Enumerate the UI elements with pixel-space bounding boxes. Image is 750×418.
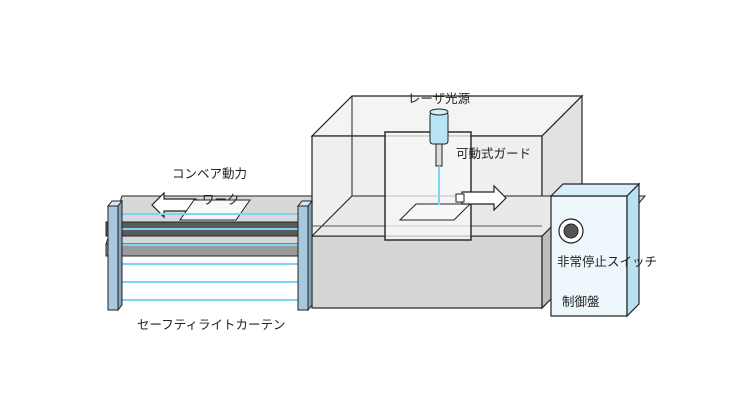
movable-guard — [384, 131, 472, 241]
laser-source — [429, 108, 449, 205]
label-conveyor-power: コンベア動力 — [172, 166, 247, 181]
curtain-post-left — [106, 199, 124, 312]
label-movable-guard: 可動式ガード — [456, 146, 531, 161]
curtain-post-right — [296, 199, 314, 312]
label-control-panel: 制御盤 — [562, 294, 600, 309]
control-panel — [549, 182, 641, 318]
label-laser-source: レーザ光源 — [408, 91, 471, 106]
emergency-stop-button-icon[interactable] — [558, 218, 584, 244]
label-workpiece: ワーク — [202, 192, 240, 207]
safety-light-curtain — [106, 199, 314, 312]
guard-arrow-right-icon — [461, 184, 507, 212]
label-safety-light-curtain: セーフティライトカーテン — [137, 317, 286, 332]
label-emergency-stop: 非常停止スイッチ — [557, 254, 657, 269]
